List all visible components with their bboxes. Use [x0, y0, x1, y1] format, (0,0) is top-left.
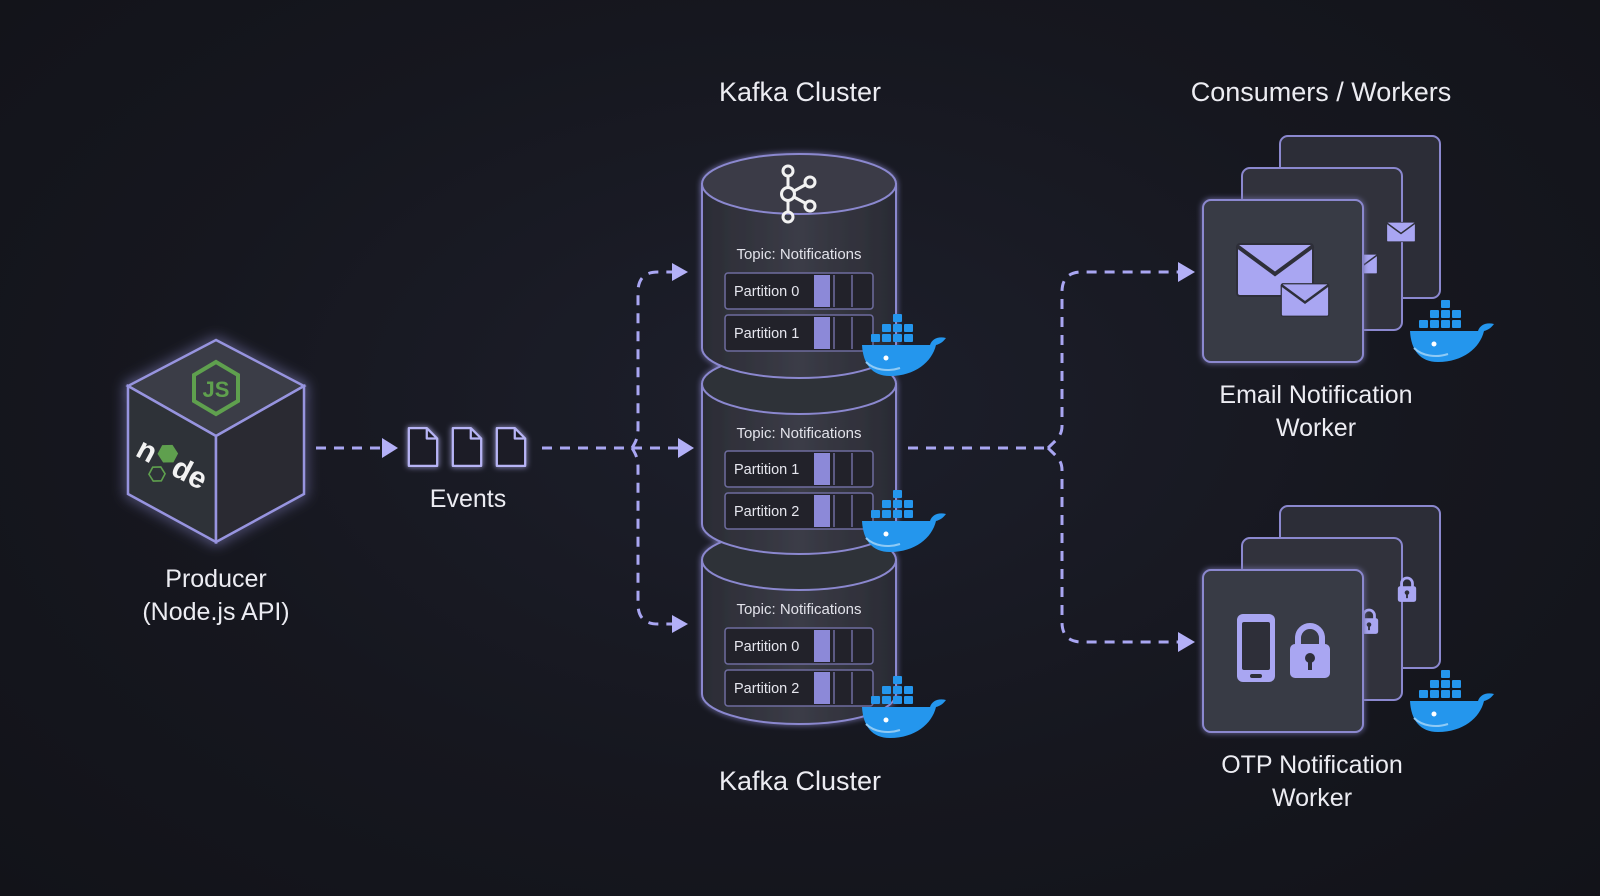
partition-row: Partition 2 [724, 492, 874, 530]
partition-label: Partition 2 [734, 681, 799, 697]
partition-label: Partition 1 [734, 326, 799, 342]
broker-3-topic: Topic: Notifications [736, 601, 861, 618]
producer-label-line1: Producer [165, 565, 266, 593]
kafka-cluster: Topic: Notifications Partition 0 Partiti… [701, 153, 897, 725]
phone-icon [1237, 614, 1275, 682]
kafka-cluster-footer: Kafka Cluster [719, 766, 881, 796]
docker-whale-icon [1409, 300, 1495, 363]
otp-worker-label-line2: Worker [1272, 784, 1352, 812]
flow-arrows [316, 262, 1195, 652]
nodejs-hex-icon: JS [192, 359, 240, 417]
consumers-heading: Consumers / Workers [1191, 77, 1452, 107]
document-icon [407, 426, 439, 468]
email-worker-label-line2: Worker [1276, 414, 1356, 442]
producer-label-line2: (Node.js API) [142, 598, 289, 626]
partition-row: Partition 0 [724, 272, 874, 310]
broker-3: Topic: Notifications Partition 0 Partiti… [701, 529, 897, 725]
partition-row: Partition 0 [724, 627, 874, 665]
broker-1-topic: Topic: Notifications [736, 246, 861, 263]
partition-label: Partition 2 [734, 504, 799, 520]
document-icon [495, 426, 527, 468]
producer-node: JS n de [125, 338, 307, 545]
email-worker [1202, 135, 1441, 363]
broker-2-topic: Topic: Notifications [736, 425, 861, 442]
kafka-cluster-heading: Kafka Cluster [719, 77, 881, 107]
partition-label: Partition 1 [734, 462, 799, 478]
kafka-logo-icon [780, 164, 817, 224]
partition-label: Partition 0 [734, 639, 799, 655]
envelope-icon [1386, 221, 1416, 243]
partition-row: Partition 1 [724, 450, 874, 488]
email-worker-label-line1: Email Notification [1219, 381, 1412, 409]
partition-label: Partition 0 [734, 284, 799, 300]
broker-1: Topic: Notifications Partition 0 Partiti… [701, 153, 897, 379]
partition-row: Partition 1 [724, 314, 874, 352]
svg-text:JS: JS [203, 377, 230, 402]
events-group [407, 426, 527, 468]
otp-worker-label-line1: OTP Notification [1221, 751, 1403, 779]
document-icon [451, 426, 483, 468]
partition-row: Partition 2 [724, 669, 874, 707]
envelope-icon [1280, 282, 1330, 318]
events-label: Events [430, 485, 506, 513]
docker-whale-icon [1409, 670, 1495, 733]
otp-worker [1202, 505, 1441, 733]
